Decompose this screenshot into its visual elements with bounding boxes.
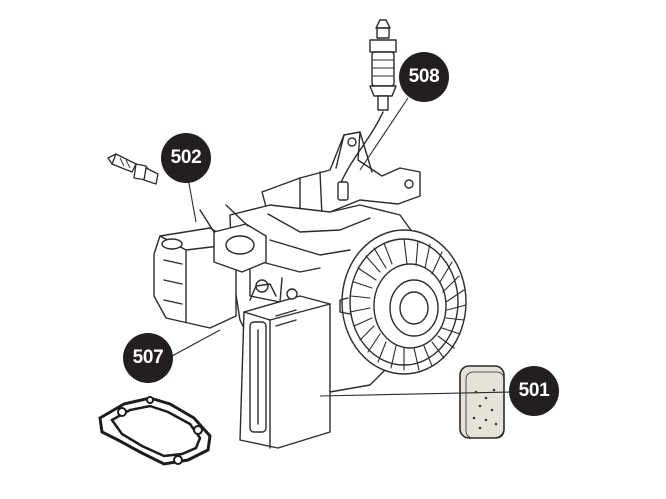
gasket-part	[98, 396, 212, 466]
callout-507-label: 507	[132, 347, 164, 368]
air-filter-element-part	[459, 365, 505, 439]
engine-assembly	[153, 111, 467, 449]
leader-line-501	[319, 391, 513, 397]
spark-plug-part	[107, 153, 159, 185]
leader-line-507	[171, 329, 221, 357]
leader-lines	[171, 97, 513, 397]
fuel-filter-part	[369, 19, 397, 111]
callout-501: 501	[509, 366, 559, 416]
leader-line-508	[359, 97, 409, 171]
callout-501-label: 501	[518, 380, 550, 401]
callout-508: 508	[399, 52, 449, 102]
leader-line-502	[187, 177, 197, 223]
callout-508-label: 508	[408, 66, 440, 87]
callout-507: 507	[123, 333, 173, 383]
callout-502-label: 502	[170, 147, 202, 168]
callout-502: 502	[161, 133, 211, 183]
